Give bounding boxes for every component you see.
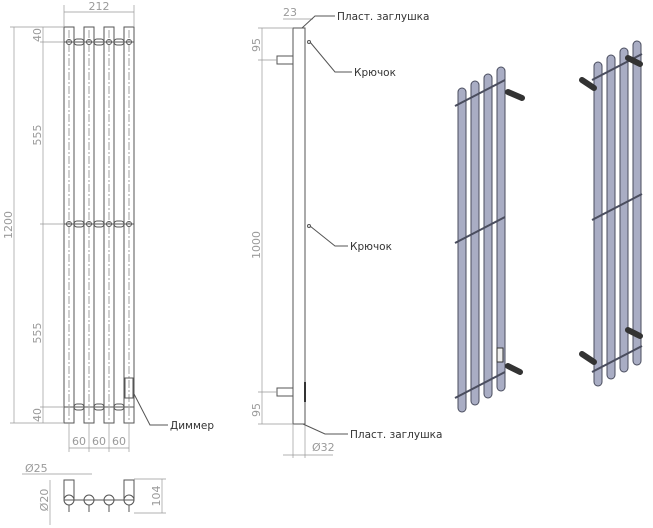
lower-span-dim: 555 xyxy=(31,323,44,344)
dimmer-box xyxy=(124,377,134,399)
crossbar-diameter-dim: Ø20 xyxy=(38,489,51,512)
top-bracket xyxy=(276,55,294,65)
bottom-view: Ø25 Ø20 104 xyxy=(22,462,166,525)
top-offset-dim: 40 xyxy=(31,28,44,42)
offset-dim: 23 xyxy=(283,6,297,19)
bottom-offset-dim: 40 xyxy=(31,408,44,422)
bottom-cap-label: Пласт. заглушка xyxy=(350,429,442,441)
dimmer-label: Диммер xyxy=(170,420,214,432)
spacing-dim-3: 60 xyxy=(112,435,126,448)
isometric-view-front xyxy=(454,66,525,413)
top-cap-label: Пласт. заглушка xyxy=(337,11,429,23)
bottom-bracket-dim: 95 xyxy=(250,403,263,417)
bracket-span-dim: 1000 xyxy=(250,231,263,259)
hook-label-middle: Крючок xyxy=(350,241,392,253)
side-view: 23 95 1000 95 Ø32 Пласт. заглушка Крючок… xyxy=(250,6,442,458)
spacing-dim-2: 60 xyxy=(92,435,106,448)
hook-label-top: Крючок xyxy=(354,67,396,79)
isometric-view-back xyxy=(579,40,643,387)
bottom-bracket xyxy=(276,387,294,397)
pipe-diameter-dim: Ø32 xyxy=(312,441,335,454)
width-dim: 212 xyxy=(89,0,110,13)
depth-dim: 104 xyxy=(150,486,163,507)
tube-diameter-dim: Ø25 xyxy=(25,462,48,475)
upper-span-dim: 555 xyxy=(31,125,44,146)
spacing-dim-1: 60 xyxy=(72,435,86,448)
front-crossbars xyxy=(64,38,134,411)
front-view: 212 1200 40 555 555 40 60 60 60 Диммер xyxy=(2,0,214,452)
top-bracket-dim: 95 xyxy=(250,38,263,52)
height-dim: 1200 xyxy=(2,211,15,239)
